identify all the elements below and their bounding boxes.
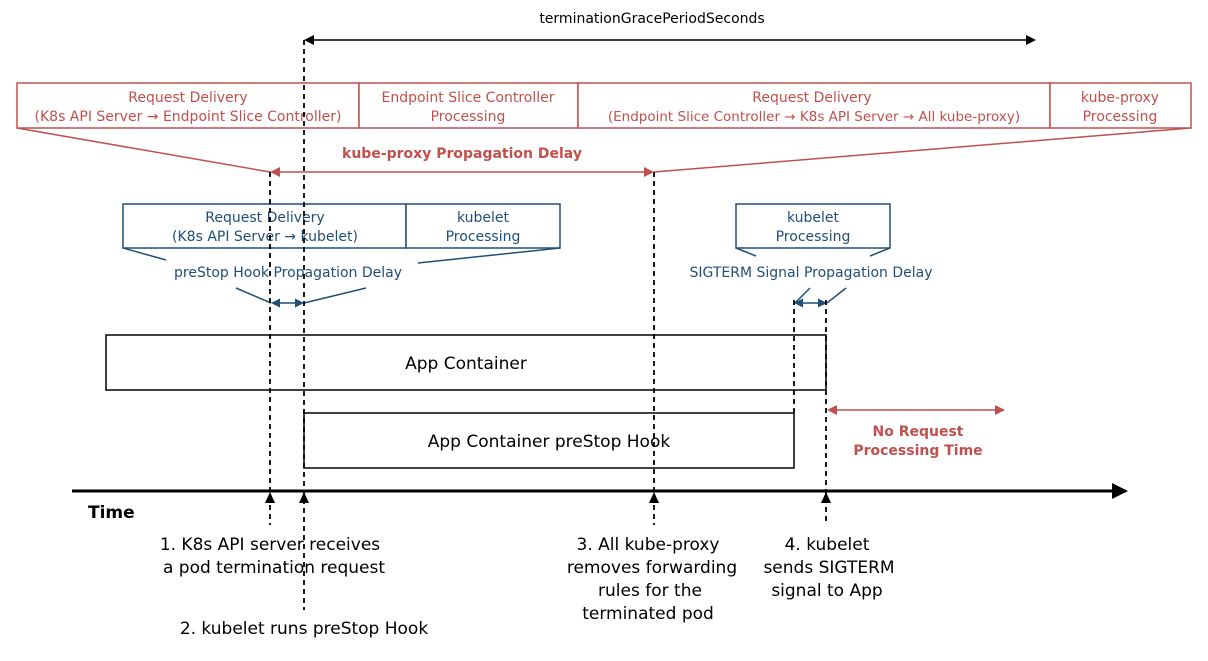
prestop-funnel-bottom-left: [235, 287, 272, 304]
event-1-tick: [265, 492, 275, 503]
event-2-line1: 2. kubelet runs preStop Hook: [180, 619, 429, 639]
prestop-delay-label: preStop Hook Propagation Delay: [174, 265, 402, 281]
event-3-line3: rules for the: [598, 581, 702, 601]
kube-proxy-funnel-right: [653, 127, 1192, 173]
endpoint-stage-1-line2: (K8s API Server → Endpoint Slice Control…: [35, 109, 342, 125]
event-1-line2: a pod termination request: [163, 558, 385, 578]
sigterm-stage-box: [735, 203, 891, 249]
prestop-funnel-left: [122, 247, 167, 261]
no-request-label-line1: No Request: [873, 424, 964, 440]
event-4-line2: sends SIGTERM: [763, 558, 894, 578]
event-4-tick: [821, 492, 831, 503]
prestop-hook-label: App Container preStop Hook: [428, 432, 671, 452]
sigterm-stage-line2: Processing: [776, 229, 851, 245]
event-2-tick: [299, 492, 309, 503]
sigterm-stage-line1: kubelet: [787, 210, 840, 226]
prestop-stage-1-line2: (K8s API Server → kubelet): [172, 229, 358, 245]
endpoint-stage-2-line2: Processing: [431, 109, 506, 125]
event-1-line1: 1. K8s API server receives: [160, 535, 380, 555]
endpoint-stage-4-line1: kube-proxy: [1081, 90, 1159, 106]
endpoint-stage-4-line2: Processing: [1083, 109, 1158, 125]
sigterm-funnel-right: [869, 247, 891, 257]
endpoint-stage-3-line1: Request Delivery: [752, 90, 871, 106]
kube-proxy-delay-label: kube-proxy Propagation Delay: [342, 146, 582, 162]
endpoint-stage-1-line1: Request Delivery: [128, 90, 247, 106]
sigterm-funnel-bottom-left: [794, 287, 811, 304]
time-axis-label: Time: [88, 503, 135, 523]
sigterm-funnel-left: [735, 247, 757, 257]
event-3-line4: terminated pod: [582, 604, 714, 624]
kube-proxy-funnel-left: [16, 127, 271, 173]
event-3-line1: 3. All kube-proxy: [577, 535, 720, 555]
endpoint-stage-box-2: [358, 82, 579, 129]
event-3-line2: removes forwarding: [567, 558, 737, 578]
app-container-label: App Container: [405, 354, 527, 374]
prestop-hook-bar: [303, 412, 795, 469]
endpoint-stage-3-line2: (Endpoint Slice Controller → K8s API Ser…: [608, 109, 1020, 125]
prestop-stage-1-line1: Request Delivery: [205, 210, 324, 226]
prestop-funnel-right: [417, 247, 561, 264]
event-3-tick: [649, 492, 659, 503]
prestop-funnel-bottom-right: [303, 287, 367, 304]
event-4-line1: 4. kubelet: [785, 535, 870, 555]
endpoint-stage-box-4: [1049, 82, 1192, 129]
prestop-stage-box-2: [405, 203, 561, 249]
event-4-line3: signal to App: [771, 581, 882, 601]
sigterm-delay-label: SIGTERM Signal Propagation Delay: [689, 265, 932, 281]
grace-period-label: terminationGracePeriodSeconds: [539, 11, 764, 27]
endpoint-stage-2-line1: Endpoint Slice Controller: [381, 90, 554, 106]
endpoint-stage-boxes: [16, 82, 1192, 129]
sigterm-funnel-bottom-right: [826, 287, 847, 304]
no-request-label-line2: Processing Time: [853, 443, 982, 459]
endpoint-stage-box-3: [577, 82, 1051, 129]
prestop-stage-2-line1: kubelet: [457, 210, 510, 226]
prestop-stage-2-line2: Processing: [446, 229, 521, 245]
app-container-bar: [105, 334, 827, 391]
